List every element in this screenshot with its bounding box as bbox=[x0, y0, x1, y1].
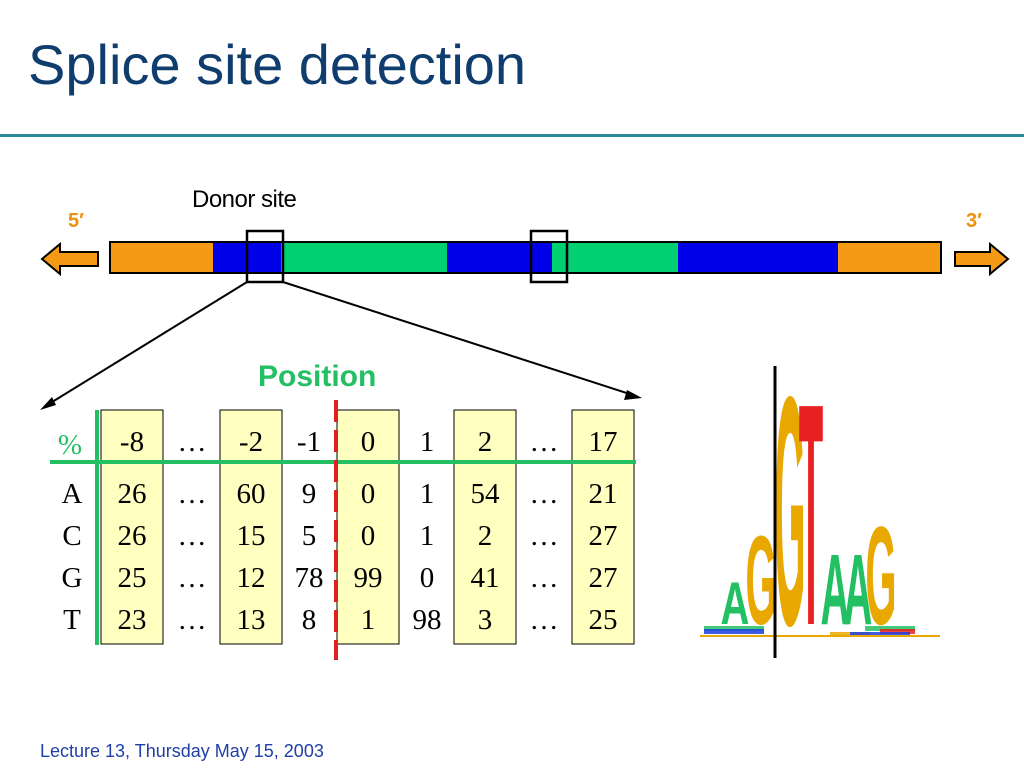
five-prime-label: 5′ bbox=[68, 210, 84, 232]
matrix-cell: 25 bbox=[589, 604, 618, 636]
gene-segment-blue bbox=[447, 242, 552, 273]
matrix-cell: 60 bbox=[237, 478, 266, 510]
position-header: -1 bbox=[297, 426, 321, 458]
matrix-cell: 3 bbox=[478, 604, 493, 636]
logo-noise bbox=[850, 632, 910, 637]
base-label: A bbox=[62, 478, 83, 510]
matrix-cell: 25 bbox=[118, 562, 147, 594]
matrix-cell: 21 bbox=[589, 478, 618, 510]
matrix-cell: 23 bbox=[118, 604, 147, 636]
position-header: -8 bbox=[120, 426, 144, 458]
matrix-cell: 41 bbox=[471, 562, 500, 594]
position-header: 1 bbox=[420, 426, 435, 458]
logo-letter: G bbox=[774, 329, 805, 694]
footer-text: Lecture 13, Thursday May 15, 2003 bbox=[40, 741, 324, 761]
matrix-cell: … bbox=[530, 478, 559, 510]
gene-segment-green bbox=[281, 242, 447, 273]
matrix-cell: … bbox=[178, 520, 207, 552]
base-label: T bbox=[63, 604, 81, 636]
highlight-column bbox=[100, 409, 164, 645]
matrix-cell: 98 bbox=[413, 604, 442, 636]
matrix-cell: … bbox=[530, 520, 559, 552]
left-arrow-icon bbox=[40, 241, 99, 277]
slide-title: Splice site detection bbox=[28, 33, 527, 96]
matrix-cell: 26 bbox=[118, 520, 147, 552]
title-divider bbox=[0, 134, 1024, 137]
gene-segment-orange bbox=[110, 242, 213, 273]
matrix-cell: 1 bbox=[420, 520, 435, 552]
matrix-cell: 27 bbox=[589, 520, 618, 552]
matrix-cell: 26 bbox=[118, 478, 147, 510]
logo-noise bbox=[704, 626, 764, 631]
position-header: -2 bbox=[239, 426, 263, 458]
logo-noise bbox=[865, 626, 915, 631]
donor-site-box bbox=[245, 229, 285, 284]
position-header: 17 bbox=[589, 426, 618, 458]
matrix-cell: 1 bbox=[420, 478, 435, 510]
percent-header: % bbox=[58, 429, 82, 461]
position-header: 2 bbox=[478, 426, 493, 458]
gene-bar-outline bbox=[109, 241, 942, 274]
position-label: Position bbox=[258, 360, 377, 393]
position-header: … bbox=[178, 426, 207, 458]
base-label: G bbox=[62, 562, 83, 594]
matrix-cell: 8 bbox=[302, 604, 317, 636]
logo-noise bbox=[880, 629, 915, 634]
three-prime-label: 3′ bbox=[966, 210, 982, 232]
logo-letter: G bbox=[865, 498, 896, 654]
matrix-cell: 2 bbox=[478, 520, 493, 552]
logo-letter: A bbox=[844, 535, 873, 647]
matrix-cell: 15 bbox=[237, 520, 266, 552]
logo-letter: T bbox=[799, 338, 823, 692]
logo-letter: A bbox=[721, 570, 750, 637]
highlight-column bbox=[336, 409, 400, 645]
right-arrow-icon bbox=[954, 241, 1010, 277]
matrix-cell: 54 bbox=[471, 478, 501, 510]
logo-letter: A bbox=[821, 535, 850, 647]
highlight-column bbox=[453, 409, 517, 645]
position-header: … bbox=[530, 426, 559, 458]
gene-bar bbox=[109, 241, 942, 274]
matrix-cell: 99 bbox=[354, 562, 383, 594]
matrix-cell: 27 bbox=[589, 562, 618, 594]
donor-site-label: Donor site bbox=[192, 186, 297, 213]
highlight-column bbox=[571, 409, 635, 645]
zoom-lines bbox=[40, 281, 642, 410]
matrix-cell: 5 bbox=[302, 520, 317, 552]
matrix-cell: 0 bbox=[420, 562, 435, 594]
logo-noise bbox=[704, 629, 764, 634]
gene-segment-green bbox=[552, 242, 678, 273]
matrix-cell: … bbox=[178, 562, 207, 594]
matrix-cell: … bbox=[178, 478, 207, 510]
gene-segment-orange bbox=[838, 242, 941, 273]
matrix-cell: 12 bbox=[237, 562, 266, 594]
position-header: 0 bbox=[361, 426, 376, 458]
matrix-cell: … bbox=[178, 604, 207, 636]
logo-letter: G bbox=[745, 509, 776, 651]
base-label: C bbox=[62, 520, 81, 552]
matrix-cell: 78 bbox=[295, 562, 324, 594]
matrix-cell: 0 bbox=[361, 520, 376, 552]
matrix-cell: 13 bbox=[237, 604, 266, 636]
gene-segment-blue bbox=[678, 242, 838, 273]
matrix-cell: … bbox=[530, 562, 559, 594]
donor-site-box-2 bbox=[529, 229, 569, 284]
matrix-cell: 9 bbox=[302, 478, 317, 510]
matrix-cell: 1 bbox=[361, 604, 376, 636]
matrix-cell: 0 bbox=[361, 478, 376, 510]
highlight-column bbox=[219, 409, 283, 645]
matrix-cell: … bbox=[530, 604, 559, 636]
